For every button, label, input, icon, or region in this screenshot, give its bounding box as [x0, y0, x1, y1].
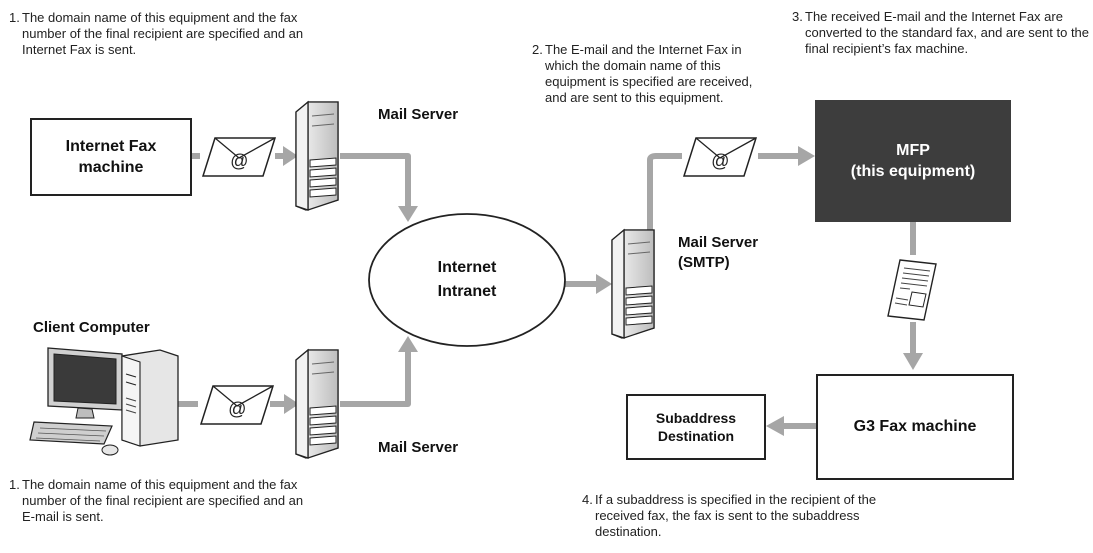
note-step-3-convert: 3. The received E-mail and the Internet …: [792, 9, 1090, 57]
note-step-4-subaddress: 4. If a subaddress is specified in the r…: [582, 492, 922, 540]
network-label: Internet Intranet: [417, 256, 517, 304]
note-text: The domain name of this equipment and th…: [22, 477, 304, 524]
mfp-label-line2: (this equipment): [850, 163, 976, 180]
note-number: 3.: [792, 9, 803, 24]
note-number: 4.: [582, 492, 593, 507]
g3-fax-machine-label: G3 Fax machine: [853, 418, 977, 435]
envelope-icon: @: [682, 137, 758, 177]
arrow-smtp-to-envelope: [647, 153, 682, 232]
server-icon: [611, 228, 655, 339]
arrowhead-network-to-smtp: [596, 274, 612, 294]
internet-fax-machine-box: Internet Fax machine: [30, 118, 192, 196]
mail-server-smtp-label-line2: (SMTP): [678, 254, 730, 271]
mail-server-smtp-label: Mail Server (SMTP): [678, 233, 758, 273]
note-step-2-receive: 2. The E-mail and the Internet Fax in wh…: [532, 42, 770, 106]
envelope-icon: @: [201, 137, 277, 177]
network-ellipse: [368, 213, 566, 347]
arrowhead-doc-to-g3: [903, 353, 923, 370]
note-step-1-email: 1. The domain name of this equipment and…: [9, 477, 309, 525]
mail-server-bottom-label: Mail Server: [378, 439, 459, 456]
note-number: 2.: [532, 42, 543, 57]
envelope-at-symbol: @: [711, 151, 729, 171]
note-number: 1.: [9, 477, 20, 492]
subaddress-label-line2: Destination: [657, 428, 735, 444]
envelope-icon: @: [199, 385, 275, 425]
server-icon: [295, 348, 339, 459]
mail-server-top-label: Mail Server: [378, 106, 459, 123]
arrowhead-server-top-to-network: [398, 206, 418, 222]
arrowhead-envelope-to-mfp: [798, 146, 815, 166]
envelope-at-symbol: @: [230, 151, 248, 171]
mfp-box: MFP (this equipment): [815, 100, 1011, 222]
arrowhead-server-bottom-to-network: [398, 336, 418, 352]
client-computer-label: Client Computer: [33, 319, 150, 336]
internet-fax-machine-label-line1: Internet Fax: [65, 138, 157, 155]
g3-fax-machine-box: G3 Fax machine: [816, 374, 1014, 480]
note-text: If a subaddress is specified in the reci…: [595, 492, 877, 539]
subaddress-label-line1: Subaddress: [655, 410, 737, 426]
subaddress-destination-box: Subaddress Destination: [626, 394, 766, 460]
note-text: The domain name of this equipment and th…: [22, 10, 304, 57]
internet-fax-machine-label-line2: machine: [78, 159, 144, 176]
server-icon: [295, 100, 339, 211]
note-text: The E-mail and the Internet Fax in which…: [545, 42, 753, 105]
arrowhead-envelope-bottom-to-server: [284, 394, 299, 414]
note-step-1-internet-fax: 1. The domain name of this equipment and…: [9, 10, 309, 58]
mail-server-smtp-label-line1: Mail Server: [678, 234, 759, 251]
arrowhead-envelope-top-to-server: [283, 146, 298, 166]
arrowhead-g3-to-subaddress: [766, 416, 784, 436]
network-label-line2: Intranet: [437, 283, 497, 300]
computer-icon: [29, 347, 179, 456]
network-label-line1: Internet: [437, 259, 497, 276]
mfp-label-line1: MFP: [896, 142, 930, 159]
arrow-server-bottom-to-network: [340, 350, 411, 407]
envelope-at-symbol: @: [228, 399, 246, 419]
arrow-server-top-to-network: [340, 153, 411, 208]
note-number: 1.: [9, 10, 20, 25]
note-text: The received E-mail and the Internet Fax…: [805, 9, 1090, 56]
document-icon: [887, 259, 937, 321]
